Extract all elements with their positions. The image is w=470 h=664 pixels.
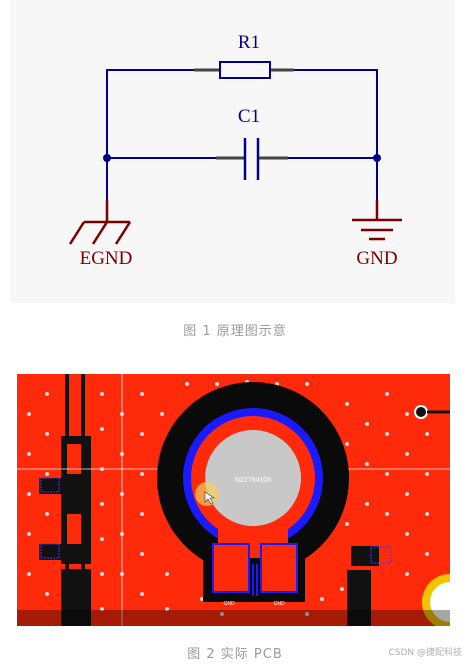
figure2-caption: 图 2 实际 PCB xyxy=(187,647,283,662)
ground-icon xyxy=(352,200,402,241)
via-large xyxy=(414,405,428,419)
cursor-arrow-icon xyxy=(204,491,215,505)
thermal-pad xyxy=(205,430,301,526)
pad-bottom-right xyxy=(260,543,298,593)
pad-left-gnd-label: GND xyxy=(223,601,235,607)
gnd-label: GND xyxy=(356,248,397,269)
pad-left-top xyxy=(67,444,81,474)
pcb-figure: N22794108 GND GND xyxy=(17,374,450,626)
watermark: CSDN @捷配科技 xyxy=(388,648,462,658)
egnd-label: EGND xyxy=(80,248,133,269)
resistor-symbol xyxy=(219,61,271,79)
selection-markers xyxy=(40,477,392,564)
component-right-lower xyxy=(347,570,371,626)
pad-bottom-left xyxy=(212,543,250,593)
schematic-drawing: R1 C1 EGND GND xyxy=(68,32,402,269)
resistor-label: R1 xyxy=(238,32,260,53)
pad-left-side-1 xyxy=(39,478,61,494)
wire-top-left xyxy=(106,69,220,158)
capacitor-label: C1 xyxy=(238,106,260,127)
via-grid xyxy=(27,380,429,616)
pad-right-gnd-label: GND xyxy=(273,601,285,607)
earth-ground-icon xyxy=(68,200,132,245)
wire-top-right xyxy=(270,69,378,158)
component-left-lower xyxy=(61,569,91,626)
figure1-caption: 图 1 原理图示意 xyxy=(183,324,287,339)
schematic-figure xyxy=(10,0,455,303)
pad-left-bottom xyxy=(67,514,81,544)
pad-right-side xyxy=(351,546,379,566)
pad-left-side-2 xyxy=(39,544,61,560)
pad-component-label: N22794108 xyxy=(235,477,271,484)
